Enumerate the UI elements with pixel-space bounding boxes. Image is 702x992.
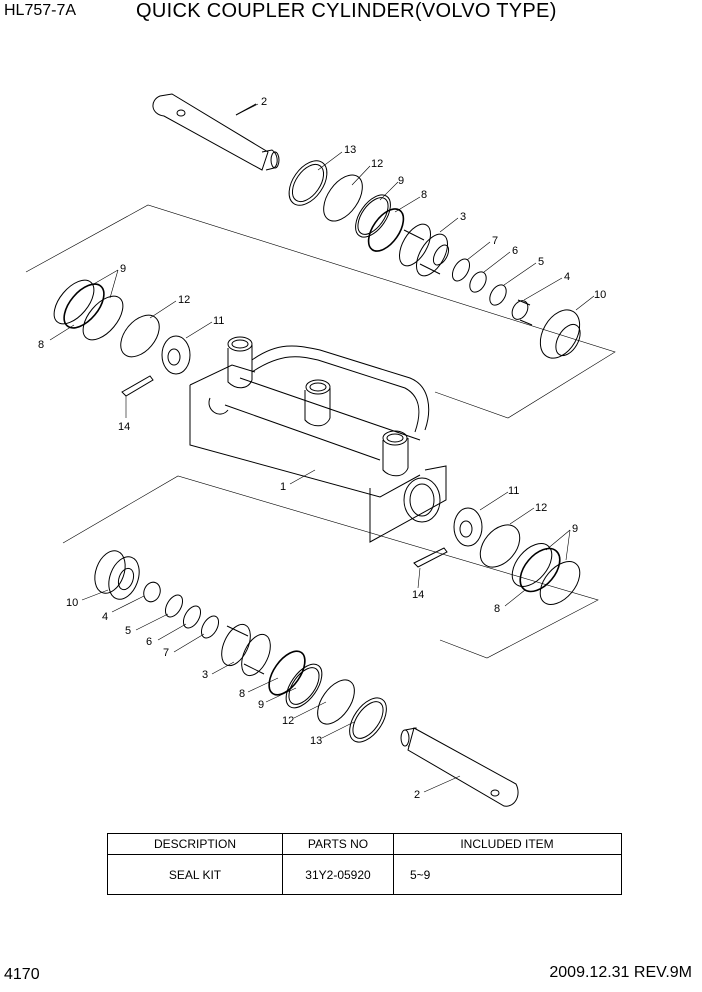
callout-14-left: 14	[118, 421, 130, 433]
callout-10-bottom: 10	[66, 597, 78, 609]
callout-2-bottom: 2	[414, 789, 420, 801]
table-header-row: DESCRIPTION PARTS NO INCLUDED ITEM	[107, 833, 622, 855]
assembly-guide-lines	[25, 204, 616, 659]
cell-included-item: 5~9	[393, 854, 622, 895]
callout-5-bottom: 5	[125, 625, 131, 637]
callout-6-top: 6	[512, 245, 518, 257]
callout-12-left: 12	[178, 294, 190, 306]
callout-8-right: 8	[494, 603, 500, 615]
top-seal-stack	[288, 160, 581, 359]
callout-9-bottom: 9	[258, 699, 264, 711]
cell-parts-no: 31Y2-05920	[282, 854, 394, 895]
page-title: QUICK COUPLER CYLINDER(VOLVO TYPE)	[136, 0, 557, 22]
callout-1-body: 1	[280, 481, 286, 493]
col-parts-no: PARTS NO	[282, 833, 394, 855]
callout-6-bottom: 6	[146, 636, 152, 648]
table-row: SEAL KIT 31Y2-05920 5~9	[107, 854, 622, 895]
model-label: HL757-7A	[4, 2, 77, 19]
callout-12-top: 12	[371, 158, 383, 170]
revision-date: 2009.12.31 REV.9M	[549, 964, 692, 981]
cell-description: SEAL KIT	[107, 854, 283, 895]
callout-8-bottom: 8	[239, 688, 245, 700]
callout-11-left: 11	[213, 315, 224, 327]
callout-7-top: 7	[492, 235, 498, 247]
col-description: DESCRIPTION	[107, 833, 283, 855]
rod-pin-bottom	[400, 727, 519, 807]
seal-kit-table: DESCRIPTION PARTS NO INCLUDED ITEM SEAL …	[107, 833, 622, 895]
callout-9-top: 9	[398, 175, 404, 187]
page-number: 4170	[4, 966, 40, 983]
callout-13-top: 13	[344, 144, 356, 156]
callout-3-bottom: 3	[202, 669, 208, 681]
callout-9-right: 9	[572, 523, 578, 535]
callout-8-left: 8	[38, 339, 44, 351]
left-seal-stack	[53, 279, 191, 397]
col-included-item: INCLUDED ITEM	[393, 833, 622, 855]
callout-12-right: 12	[535, 502, 547, 514]
bottom-seal-stack	[94, 550, 387, 743]
callout-14-right: 14	[412, 589, 424, 601]
callout-2-top: 2	[261, 96, 267, 108]
callout-4-top: 4	[564, 271, 570, 283]
callout-10-top: 10	[594, 289, 606, 301]
callout-5-top: 5	[538, 256, 544, 268]
callout-9-left: 9	[120, 263, 126, 275]
cylinder-body	[189, 336, 447, 543]
right-seal-stack	[413, 507, 581, 605]
callout-13-bottom: 13	[310, 735, 322, 747]
callout-7-bottom: 7	[163, 647, 169, 659]
callout-11-right: 11	[508, 485, 519, 497]
callout-8-top: 8	[421, 189, 427, 201]
callout-labels: 2 13 12 9 8 3 7 6 5 4 10 9 8 12 11 14 1 …	[38, 96, 606, 801]
callout-leaders	[49, 103, 595, 793]
callout-3-top: 3	[460, 211, 466, 223]
callout-4-bottom: 4	[102, 611, 108, 623]
callout-12-bottom: 12	[282, 715, 294, 727]
